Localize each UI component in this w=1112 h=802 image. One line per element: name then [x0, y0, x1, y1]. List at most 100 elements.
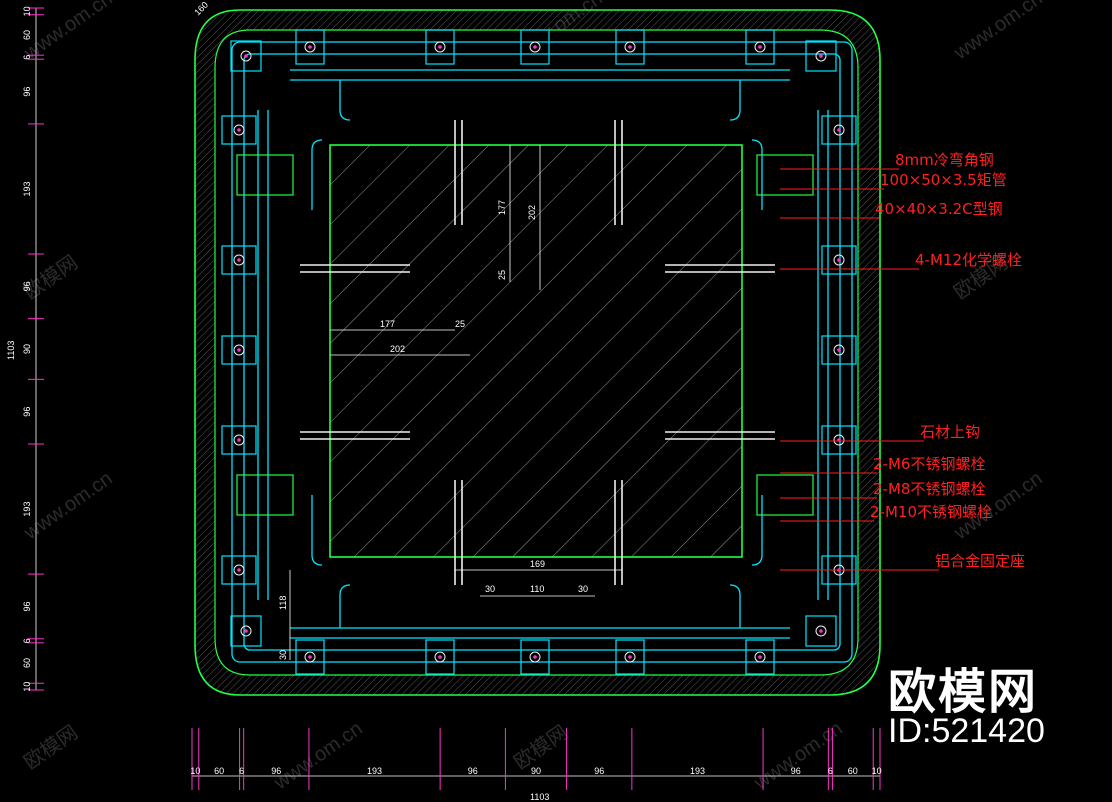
- annotation-label: 4-M12化学螺栓: [915, 251, 1022, 269]
- bottom-dim-label: 96: [468, 766, 478, 776]
- annotation-label: 2-M6不锈钢螺栓: [873, 455, 985, 473]
- bracket-bolt: [833, 254, 845, 266]
- bracket-bolt: [833, 434, 845, 446]
- annotation-label: 铝合金固定座: [935, 552, 1025, 570]
- bracket-box: [520, 29, 550, 65]
- chemical-anchors: [300, 120, 775, 585]
- bracket-box: [821, 425, 857, 455]
- dim-l-30: 30: [278, 650, 288, 660]
- annotation-label: 2-M10不锈钢螺栓: [870, 503, 992, 521]
- left-dim-label: 96: [22, 601, 32, 611]
- bottom-dim-label: 96: [791, 766, 801, 776]
- left-dim-label: 96: [22, 407, 32, 417]
- bolt-mark: [837, 258, 841, 262]
- bolt-mark: [533, 45, 537, 49]
- bottom-dim-label: 60: [214, 766, 224, 776]
- bolt-mark: [819, 629, 823, 633]
- bracket-box: [821, 115, 857, 145]
- bottom-dim-label: 10: [190, 766, 200, 776]
- bolt-mark: [533, 655, 537, 659]
- bracket-bolt: [833, 124, 845, 136]
- bracket-box: [615, 29, 645, 65]
- annotation-group: 8mm冷弯角钢100×50×3.5矩管40×40×3.2C型钢4-M12化学螺栓…: [780, 151, 1025, 571]
- annotation-label: 40×40×3.2C型钢: [875, 200, 1003, 218]
- bolt-mark: [308, 45, 312, 49]
- watermark-text: 欧模网: [20, 251, 82, 304]
- bracket-box: [221, 245, 257, 275]
- c-channel: [236, 474, 294, 516]
- left-total-dim: 1103: [6, 341, 16, 360]
- bolt-mark: [237, 258, 241, 262]
- bracket-bolt: [304, 651, 316, 663]
- bolt-mark: [237, 568, 241, 572]
- c-channel: [236, 154, 294, 196]
- bracket-box: [221, 555, 257, 585]
- watermark-text: www.om.cn: [269, 717, 366, 794]
- bracket-box: [230, 615, 262, 647]
- bracket-bolt: [754, 651, 766, 663]
- left-dim-label: 96: [22, 87, 32, 97]
- bracket-box: [745, 29, 775, 65]
- bracket-bolt: [304, 41, 316, 53]
- bottom-dim-label: 193: [690, 766, 705, 776]
- bolt-mark: [819, 54, 823, 58]
- left-dim-label: 90: [22, 344, 32, 354]
- bottom-total-dim: 1103: [530, 792, 549, 802]
- annotation-label: 石材上钩: [920, 423, 980, 441]
- bolt-mark: [244, 54, 248, 58]
- bracket-box: [295, 639, 325, 675]
- dim-b-30b: 30: [578, 584, 588, 594]
- bracket-box: [425, 29, 455, 65]
- bracket-box: [221, 115, 257, 145]
- bracket-bolt: [624, 41, 636, 53]
- bracket-box: [295, 29, 325, 65]
- bolt-mark: [837, 128, 841, 132]
- dim-v-small: 25: [497, 270, 507, 280]
- watermark-text: 欧模网: [20, 721, 82, 774]
- interior-dimensions: [289, 145, 622, 660]
- bracket-box: [425, 639, 455, 675]
- dim-v-outer: 202: [527, 205, 537, 220]
- bracket-box: [805, 40, 837, 72]
- bracket-bolt: [815, 625, 827, 637]
- bracket-box: [520, 639, 550, 675]
- dim-b-30a: 30: [485, 584, 495, 594]
- bolt-mark: [628, 45, 632, 49]
- bottom-dim-label: 96: [271, 766, 281, 776]
- left-dim-label: 6: [22, 638, 32, 643]
- bracket-bolt: [233, 254, 245, 266]
- annotation-label: 2-M8不锈钢螺栓: [873, 480, 985, 498]
- bracket-box: [221, 335, 257, 365]
- left-dim-label: 96: [22, 281, 32, 291]
- left-dim-label: 10: [22, 682, 32, 692]
- bolt-mark: [244, 629, 248, 633]
- bracket-bolt: [434, 651, 446, 663]
- bolt-mark: [308, 655, 312, 659]
- bracket-bolt: [233, 344, 245, 356]
- bracket-bolt: [233, 564, 245, 576]
- left-dim-label: 193: [22, 181, 32, 196]
- bottom-dim-label: 96: [594, 766, 604, 776]
- brand-logo-text: 欧模网: [888, 664, 1039, 720]
- bolt-mark: [438, 45, 442, 49]
- bottom-dim-label: 6: [828, 766, 833, 776]
- bottom-dim-label: 90: [531, 766, 541, 776]
- dim-corner: 160: [192, 0, 210, 17]
- bracket-bolt: [529, 41, 541, 53]
- bottom-dim-label: 193: [367, 766, 382, 776]
- bolt-mark: [237, 348, 241, 352]
- annotation-label: 8mm冷弯角钢: [895, 151, 994, 169]
- c-channel: [756, 154, 814, 196]
- left-dim-label: 60: [22, 658, 32, 668]
- left-dim-label: 10: [22, 6, 32, 16]
- bolt-mark: [628, 655, 632, 659]
- bolt-mark: [758, 655, 762, 659]
- bolt-mark: [758, 45, 762, 49]
- dim-h-outer: 202: [390, 344, 405, 354]
- concrete-column: [329, 144, 743, 558]
- bracket-box: [805, 615, 837, 647]
- left-dim-label: 193: [22, 502, 32, 517]
- bracket-bolt: [815, 50, 827, 62]
